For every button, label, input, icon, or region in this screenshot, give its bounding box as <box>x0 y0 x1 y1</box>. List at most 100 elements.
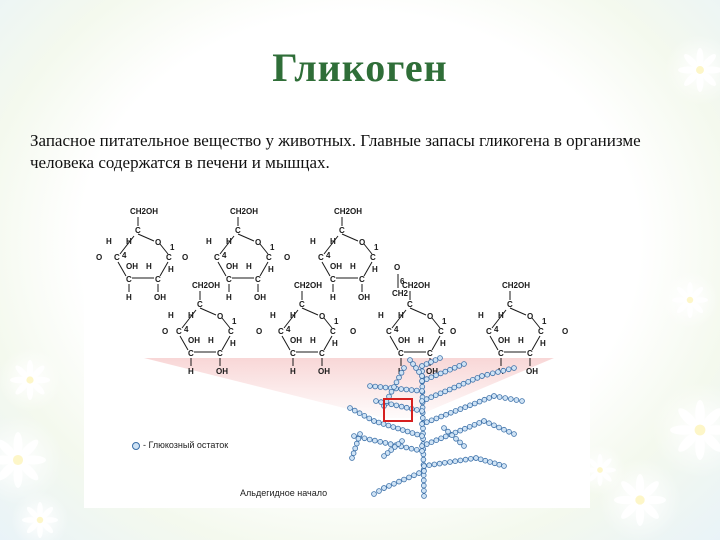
glucose-bead-icon <box>433 372 439 379</box>
glucose-bead-icon <box>457 439 463 446</box>
h-label: H <box>518 336 524 345</box>
flower-decor-icon <box>652 382 720 478</box>
bond-line <box>181 309 197 329</box>
glucose-bead-icon <box>428 359 434 365</box>
glucose-bead-icon <box>511 431 517 437</box>
glucose-bead-icon <box>460 380 467 387</box>
glucose-bead-icon <box>396 478 402 485</box>
glucose-bead-icon <box>395 425 401 432</box>
c-label: C <box>427 349 433 358</box>
glucose-bead-icon <box>487 459 493 465</box>
glucose-bead-icon <box>476 398 483 405</box>
glucose-bead-icon <box>431 461 438 468</box>
c-label: C <box>135 226 141 235</box>
flower-decor-icon <box>0 415 63 505</box>
glucose-bead-icon <box>419 408 425 414</box>
glucose-bead-icon <box>382 440 389 446</box>
glucose-bead-icon <box>349 455 355 461</box>
h-label: H <box>146 262 152 271</box>
glucose-bead-icon <box>356 410 363 417</box>
glucose-bead-icon <box>466 424 473 430</box>
c-label: C <box>538 327 544 336</box>
bond-line <box>237 233 255 242</box>
glucose-bead-icon <box>461 361 467 367</box>
glucose-bead-icon <box>486 420 492 427</box>
c-label: C <box>226 275 232 284</box>
oh-label: OH <box>216 367 228 376</box>
c-label: C <box>318 253 324 262</box>
c-label: C <box>126 275 132 284</box>
branch-tree <box>347 355 525 499</box>
glucose-bead-icon <box>384 450 391 456</box>
glucose-bead-icon <box>399 438 405 444</box>
h-label: H <box>230 339 236 348</box>
oh-label: OH <box>154 293 166 302</box>
flower-decor-icon <box>0 348 62 412</box>
ch2oh-label: CH2OH <box>502 281 530 290</box>
bond-line <box>301 307 319 316</box>
h-label: H <box>330 293 336 302</box>
aldehyde-caption: Альдегидное начало <box>240 488 328 498</box>
bond-line <box>259 243 269 255</box>
o-label: O <box>562 327 568 336</box>
glucose-bead-icon <box>423 376 430 382</box>
glucose-bead-icon <box>496 424 502 431</box>
glucose-bead-icon <box>428 394 435 401</box>
glucose-bead-icon <box>395 441 402 447</box>
o-label: O <box>256 327 262 336</box>
glucose-bead-icon <box>482 457 489 464</box>
bond-line <box>341 233 359 242</box>
glucose-bead-icon <box>513 397 520 403</box>
h-label: H <box>310 336 316 345</box>
c-label: C <box>527 349 533 358</box>
glucose-bead-icon <box>433 415 440 422</box>
o-label: O <box>319 312 325 321</box>
glucose-bead-icon <box>451 384 458 391</box>
glucose-bead-icon <box>401 365 407 371</box>
glucose-bead-icon <box>423 361 430 367</box>
glucose-bead-icon <box>501 463 507 469</box>
h-label: H <box>310 237 316 246</box>
glucose-bead-icon <box>357 431 363 437</box>
glucose-bead-icon <box>414 407 420 413</box>
glucose-bead-icon <box>473 455 479 461</box>
legend: - Глюкозный остаток <box>132 440 228 450</box>
glucose-bead-icon <box>443 411 449 418</box>
glucose-bead-icon <box>423 441 430 447</box>
h-label: H <box>208 336 214 345</box>
c-label: C <box>370 253 376 262</box>
h-label: H <box>478 311 484 320</box>
bond-line <box>409 307 427 316</box>
bond-line <box>531 317 541 329</box>
c-label: C <box>330 275 336 284</box>
c-label: C <box>255 275 261 284</box>
glucose-bead-icon <box>465 379 472 385</box>
glucose-bead-icon <box>451 365 458 371</box>
glucose-bead-icon <box>391 480 397 487</box>
c-label: C <box>197 300 203 309</box>
glucose-bead-icon <box>398 370 405 376</box>
glucose-bead-icon <box>462 404 469 411</box>
h-label: H <box>372 265 378 274</box>
glucose-bead-icon <box>420 425 426 432</box>
glucose-bead-icon <box>471 422 478 428</box>
glucose-bead-icon <box>484 371 491 378</box>
glucose-bead-icon <box>423 419 430 425</box>
glucose-bead-icon <box>390 424 397 430</box>
glucose-bead-icon <box>404 428 411 435</box>
bond-line <box>221 335 231 351</box>
o-label: O <box>96 253 102 262</box>
glucose-bead-icon <box>419 378 425 384</box>
glucose-bead-icon <box>471 400 478 407</box>
glucose-bead-icon <box>391 384 397 390</box>
glucose-bead-icon <box>410 361 416 367</box>
glucose-bead-icon <box>419 448 425 454</box>
glucose-bead-icon <box>461 443 467 449</box>
o-label: O <box>527 312 533 321</box>
glucose-bead-icon <box>456 382 462 389</box>
h-label: H <box>226 293 232 302</box>
o-label: O <box>217 312 223 321</box>
h-label: H <box>126 237 132 246</box>
